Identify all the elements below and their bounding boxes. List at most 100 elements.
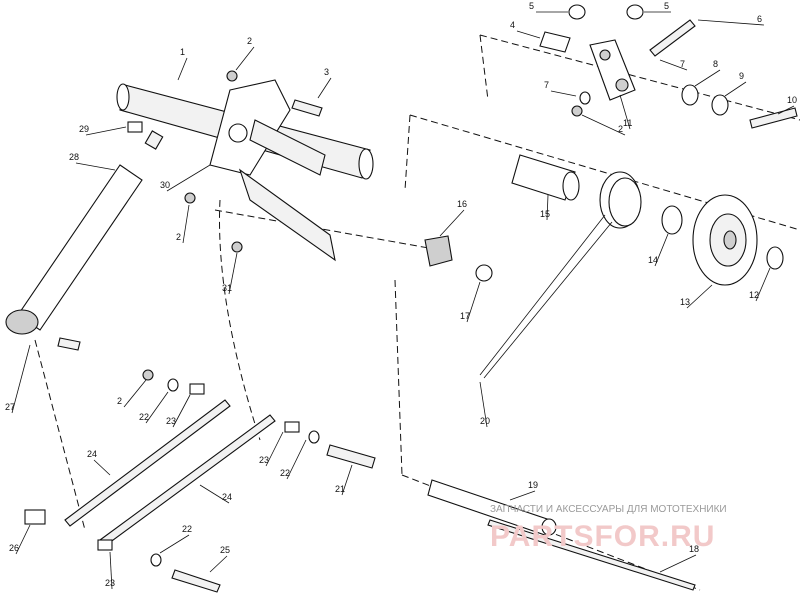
- bolt-part-10: [749, 107, 798, 129]
- bushing-part-5-b: [626, 4, 644, 20]
- link-plate-part-11: [589, 39, 636, 101]
- callout-number: 7: [544, 80, 549, 90]
- pin-part-27: [57, 337, 81, 351]
- long-bolt-part-18: [487, 519, 696, 591]
- callout-number: 11: [623, 118, 632, 128]
- torsion-spring-part-20: [479, 171, 642, 379]
- callout-number: 22: [139, 412, 149, 422]
- sleeve-part-15: [511, 154, 580, 201]
- washer-part-8: [681, 84, 699, 106]
- callout-leader: [550, 90, 577, 97]
- callout-leader: [15, 524, 31, 555]
- washer-part-9: [711, 94, 729, 116]
- callout-leader: [235, 46, 255, 71]
- callout-leader: [341, 464, 353, 496]
- callout-number: 29: [79, 124, 89, 134]
- callout-number: 10: [787, 95, 797, 105]
- nut-part-31: [231, 241, 243, 253]
- callout-leader: [686, 284, 713, 309]
- callout-number: 23: [166, 416, 176, 426]
- rod-part-24-upper: [64, 399, 231, 527]
- callout-number: 4: [510, 20, 515, 30]
- callout-number: 3: [324, 67, 329, 77]
- callout-number: 27: [5, 402, 15, 412]
- callout-leader: [619, 94, 631, 130]
- bushing-part-29: [127, 121, 143, 133]
- callout-number: 22: [182, 524, 192, 534]
- callout-number: 31: [222, 283, 232, 293]
- callout-number: 24: [87, 449, 97, 459]
- callout-leader: [755, 267, 771, 302]
- swing-arm-bracket-part-30: [209, 79, 336, 262]
- shock-absorber-part-28: [5, 130, 164, 335]
- callout-number: 2: [247, 36, 252, 46]
- callout-leader: [777, 105, 795, 115]
- callout-number: 5: [529, 1, 534, 11]
- callout-leader: [177, 57, 188, 81]
- callout-leader: [509, 490, 536, 501]
- bracket-part-16: [424, 235, 453, 267]
- bolt-part-3: [291, 99, 323, 117]
- callout-number: 23: [105, 578, 115, 588]
- callout-leader: [466, 281, 481, 323]
- callout-number: 24: [222, 492, 232, 502]
- bushing-part-4: [539, 31, 571, 53]
- callout-number: 30: [160, 180, 170, 190]
- callout-leader: [75, 162, 116, 171]
- callout-number: 13: [680, 297, 690, 307]
- callout-number: 19: [528, 480, 538, 490]
- washer-part-14: [661, 205, 683, 235]
- callout-leader: [317, 77, 332, 99]
- bushing-part-5-a: [568, 4, 586, 20]
- idler-wheel-part-13: [692, 194, 758, 286]
- callout-leader: [182, 204, 190, 244]
- callout-leader: [546, 194, 549, 221]
- callout-number: 5: [664, 1, 669, 11]
- callout-number: 26: [9, 543, 19, 553]
- callout-number: 8: [713, 59, 718, 69]
- callout-number: 1: [180, 47, 185, 57]
- callout-number: 17: [460, 311, 470, 321]
- callout-leader: [654, 233, 669, 267]
- callout-leader: [93, 459, 111, 476]
- callout-leader: [123, 379, 147, 408]
- callout-number: 25: [220, 545, 230, 555]
- callout-number: 20: [480, 416, 490, 426]
- watermark: ЗАПЧАСТИ И АКСЕССУАРЫ ДЛЯ МОТОТЕХНИКИ PA…: [490, 504, 727, 553]
- callout-number: 23: [259, 455, 269, 465]
- callout-number: 7: [680, 59, 685, 69]
- callout-leader: [659, 59, 688, 71]
- callout-number: 12: [749, 290, 759, 300]
- callout-number: 2: [176, 232, 181, 242]
- callout-leader: [659, 554, 697, 573]
- callout-number: 16: [457, 199, 467, 209]
- bolt-part-21: [326, 444, 376, 469]
- callout-leader: [694, 69, 721, 87]
- bolt-part-6: [649, 19, 696, 57]
- nut-part-2-set: [142, 70, 583, 381]
- callout-leader: [479, 381, 488, 428]
- washer-part-17: [475, 264, 493, 282]
- callout-leader: [172, 394, 191, 428]
- callout-number: 28: [69, 152, 79, 162]
- callout-leader: [228, 252, 238, 295]
- callout-leader: [581, 114, 626, 136]
- callout-leader: [724, 81, 747, 97]
- callout-number: 2: [618, 124, 623, 134]
- watermark-logo: PARTSFOR.RU: [490, 520, 715, 553]
- bushing-part-26: [24, 509, 46, 525]
- callout-leader: [109, 551, 113, 590]
- callout-leader: [697, 19, 765, 26]
- callout-number: 9: [739, 71, 744, 81]
- callout-number: 21: [335, 484, 345, 494]
- callout-number: 6: [757, 14, 762, 24]
- callout-number: 2: [117, 396, 122, 406]
- callout-leader: [159, 534, 190, 554]
- callout-leader: [11, 344, 31, 414]
- callout-number: 14: [648, 255, 658, 265]
- watermark-caption: ЗАПЧАСТИ И АКСЕССУАРЫ ДЛЯ МОТОТЕХНИКИ: [490, 504, 727, 515]
- bolt-part-25: [171, 569, 221, 593]
- callout-number: 15: [540, 209, 550, 219]
